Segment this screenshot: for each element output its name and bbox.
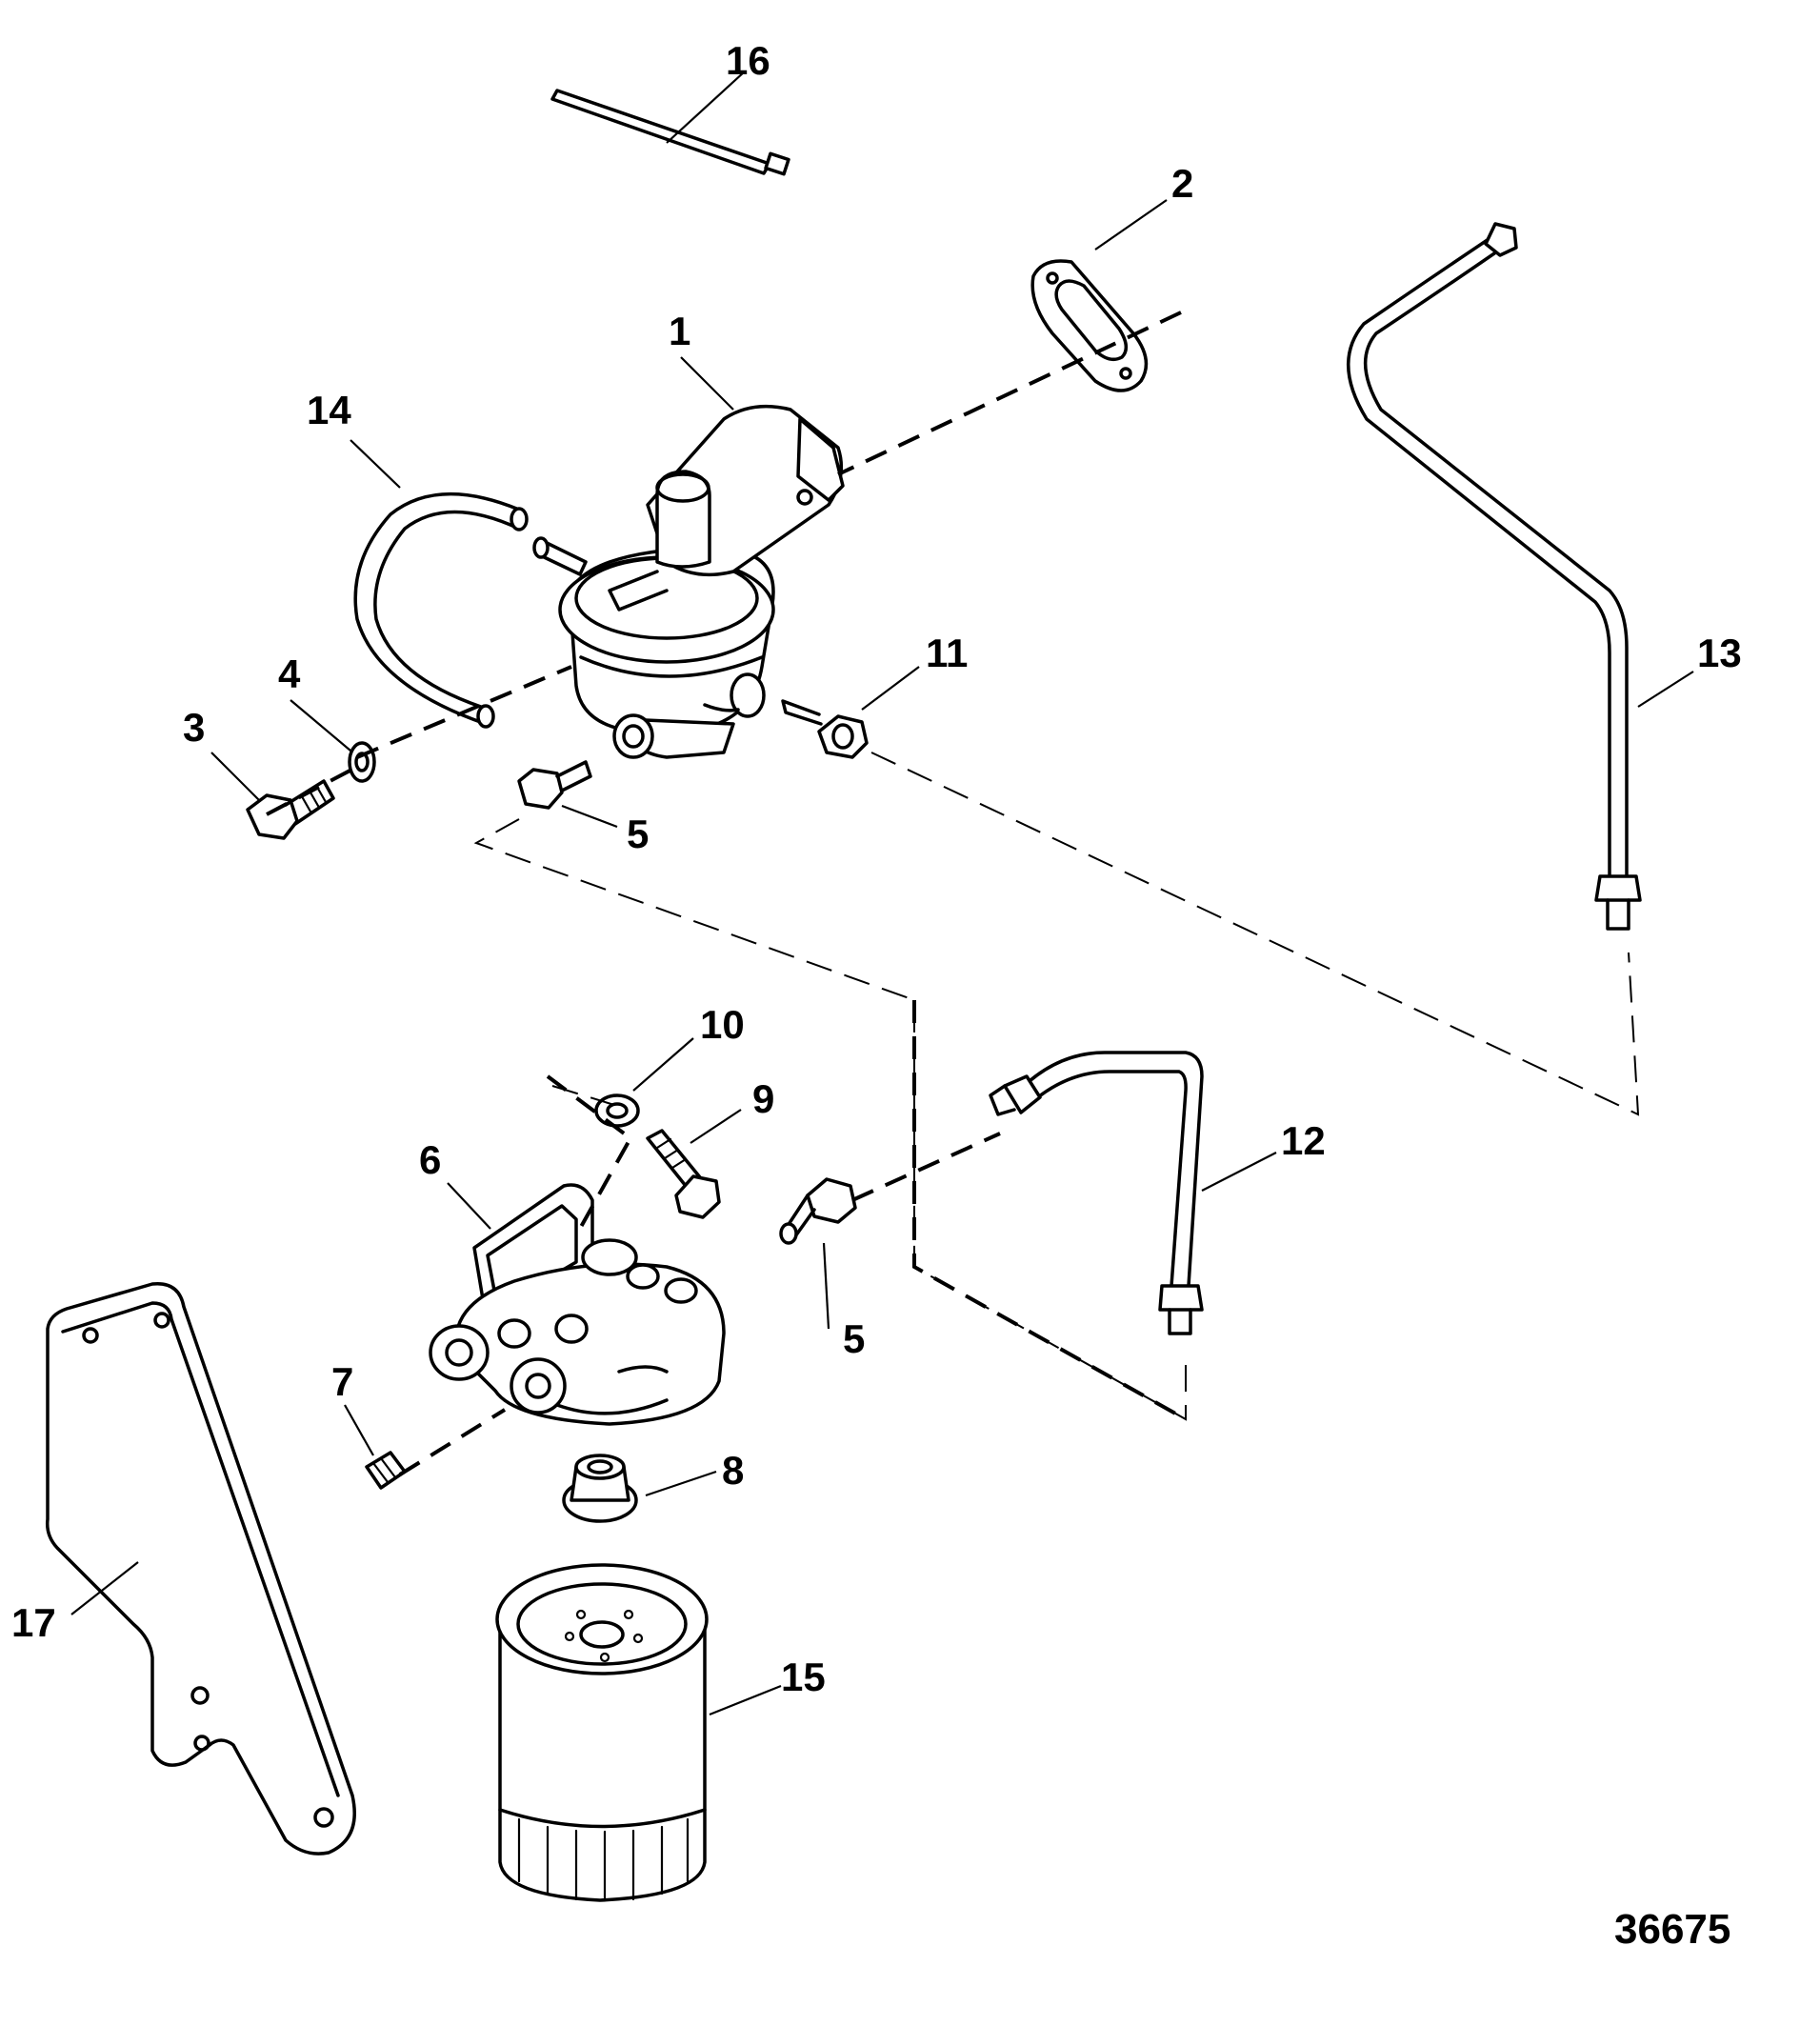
fuel-filter-element	[495, 1563, 709, 1902]
inlet-fitting-lower	[779, 1177, 857, 1245]
gasket	[1030, 259, 1149, 392]
callout-15: 15	[781, 1655, 826, 1699]
callout-3: 3	[183, 705, 205, 750]
callout-14: 14	[307, 388, 351, 432]
callout-labels: 16 2 1 14 3 4 5 11 13 10 9 6 5 12 7 8 15…	[11, 38, 1742, 1699]
fuel-pump	[532, 404, 845, 759]
filter-adapter	[562, 1454, 638, 1523]
filter-base	[429, 1183, 726, 1426]
inlet-fitting-upper	[517, 760, 592, 810]
filter-bracket-bolt	[646, 1129, 721, 1219]
callout-1: 1	[669, 309, 690, 353]
cable-tie	[550, 89, 790, 176]
callout-13: 13	[1697, 631, 1742, 675]
assembly-lines	[266, 311, 1640, 1476]
leader-lines	[70, 70, 1694, 1716]
callout-12: 12	[1281, 1118, 1326, 1163]
callout-4: 4	[278, 652, 301, 696]
callout-2: 2	[1171, 161, 1193, 206]
sealing-washer	[594, 1093, 640, 1128]
callout-11: 11	[926, 631, 968, 675]
callout-7: 7	[331, 1359, 353, 1404]
filter-mounting-bracket	[45, 1281, 356, 1855]
mounting-bolt	[246, 779, 335, 840]
vent-hose	[353, 491, 529, 729]
callout-10: 10	[700, 1002, 745, 1047]
fuel-line-upper	[1347, 222, 1642, 931]
callout-9: 9	[752, 1076, 774, 1121]
fuel-line-lower	[989, 1051, 1204, 1335]
callout-5-lower: 5	[843, 1316, 865, 1361]
figure-number: 36675	[1614, 1906, 1730, 1953]
lock-washer	[348, 741, 376, 783]
outlet-fitting	[781, 699, 869, 759]
drain-plug	[365, 1451, 407, 1490]
callout-6: 6	[419, 1137, 441, 1182]
callout-17: 17	[11, 1600, 56, 1645]
callout-8: 8	[722, 1448, 744, 1493]
callout-16: 16	[726, 38, 770, 83]
callout-5-upper: 5	[627, 812, 649, 856]
